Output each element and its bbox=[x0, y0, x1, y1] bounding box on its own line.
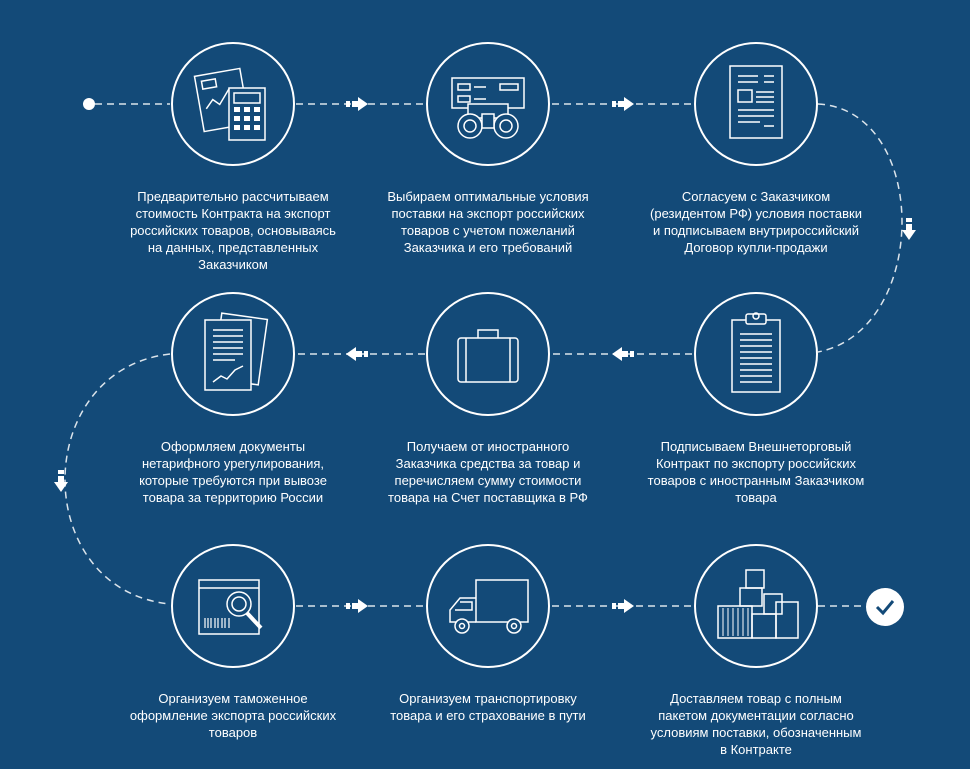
step-9-circle bbox=[694, 544, 818, 668]
cargo-containers-icon bbox=[717, 569, 799, 639]
arrow-right-icon bbox=[346, 599, 368, 613]
step-7-circle bbox=[171, 544, 295, 668]
arrow-down-icon bbox=[902, 218, 916, 240]
truck-icon bbox=[449, 579, 529, 634]
start-dot bbox=[83, 98, 95, 110]
briefcase-icon bbox=[457, 329, 519, 383]
step-6-text: Оформляем документы нетарифного урегулир… bbox=[139, 439, 327, 505]
customs-box-search-icon bbox=[198, 579, 263, 635]
documents-chart-icon bbox=[204, 312, 269, 391]
step-1-circle bbox=[171, 42, 295, 166]
finish-checkmark-icon bbox=[866, 588, 904, 626]
arrow-right-icon bbox=[612, 599, 634, 613]
step-2-text: Выбираем оптимальные условия поставки на… bbox=[387, 189, 589, 255]
step-8-text: Организуем транспортировку товара и его … bbox=[390, 691, 586, 723]
step-5-circle bbox=[426, 292, 550, 416]
arrow-left-icon bbox=[346, 347, 368, 361]
step-4-circle bbox=[694, 292, 818, 416]
binoculars-icon bbox=[451, 77, 525, 139]
arrow-down-icon bbox=[54, 470, 68, 492]
step-4-text: Подписываем Внешнеторговый Контракт по э… bbox=[647, 439, 865, 505]
clipboard-icon bbox=[731, 312, 781, 393]
step-8-circle bbox=[426, 544, 550, 668]
arrow-left-icon bbox=[612, 347, 634, 361]
step-6-circle bbox=[171, 292, 295, 416]
arrow-right-icon bbox=[612, 97, 634, 111]
calculator-icon bbox=[193, 67, 266, 141]
step-5-text: Получаем от иностранного Заказчика средс… bbox=[388, 439, 588, 505]
step-2-circle bbox=[426, 42, 550, 166]
step-1-text: Предварительно рассчитываем стоимость Ко… bbox=[130, 189, 336, 272]
step-7-text: Организуем таможенное оформление экспорт… bbox=[129, 691, 337, 740]
contract-document-icon bbox=[729, 65, 783, 139]
step-3-circle bbox=[694, 42, 818, 166]
step-3-text: Согласуем с Заказчиком (резидентом РФ) у… bbox=[650, 189, 862, 255]
arrow-right-icon bbox=[346, 97, 368, 111]
step-9-text: Доставляем товар с полным пакетом докуме… bbox=[650, 691, 862, 757]
